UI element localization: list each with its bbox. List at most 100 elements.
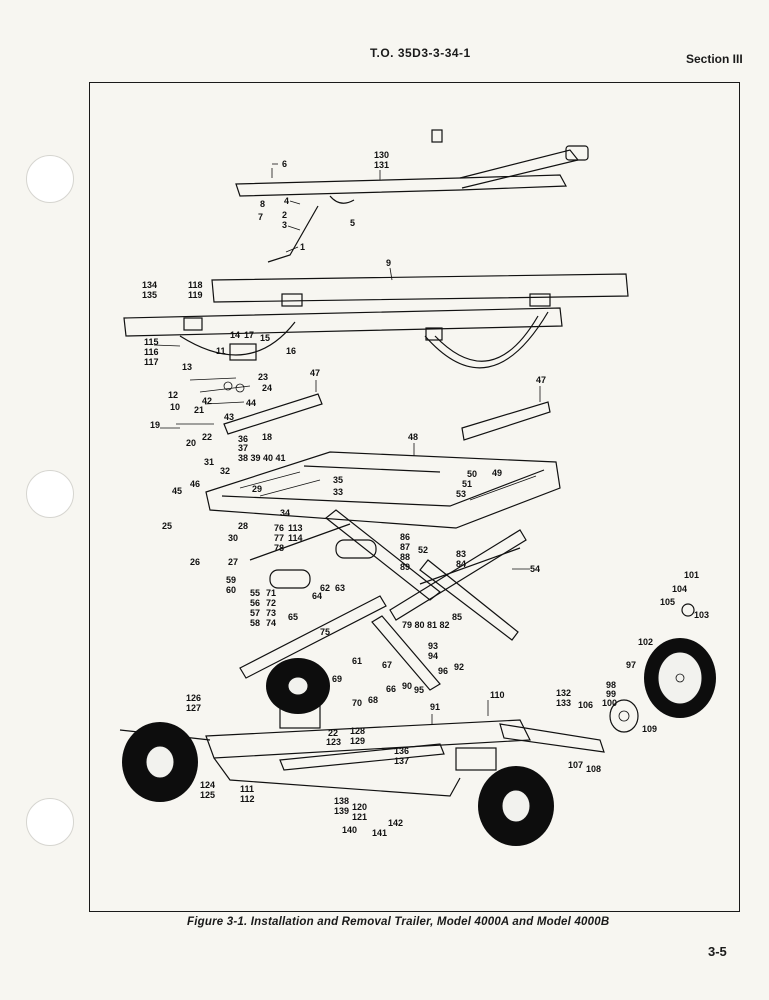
- callout: 104: [672, 584, 687, 594]
- callout: 110: [490, 690, 505, 700]
- callout: 128: [350, 726, 365, 736]
- callout: 102: [638, 637, 653, 647]
- callout: 38 39 40 41: [238, 453, 286, 463]
- callout: 44: [246, 398, 256, 408]
- callout: 140: [342, 825, 357, 835]
- page-number: 3-5: [708, 944, 727, 959]
- callout: 70: [352, 698, 362, 708]
- callout: 5: [350, 218, 355, 228]
- callout: 55: [250, 588, 260, 598]
- callout: 130: [374, 150, 389, 160]
- callout: 6: [282, 159, 287, 169]
- callout: 33: [333, 487, 343, 497]
- callout: 106: [578, 700, 593, 710]
- callout: 109: [642, 724, 657, 734]
- callout: 53: [456, 489, 466, 499]
- callout: 124: [200, 780, 215, 790]
- callout: 66: [386, 684, 396, 694]
- callout: 134: [142, 280, 157, 290]
- callout: 127: [186, 703, 201, 713]
- callout: 47: [536, 375, 546, 385]
- callout: 61: [352, 656, 362, 666]
- callout: 46: [190, 479, 200, 489]
- callout: 22: [202, 432, 212, 442]
- callout: 24: [262, 383, 272, 393]
- callout: 132: [556, 688, 571, 698]
- callout: 26: [190, 557, 200, 567]
- callout: 12: [168, 390, 178, 400]
- figure-caption: Figure 3-1. Installation and Removal Tra…: [187, 916, 610, 928]
- callout: 114: [288, 533, 303, 543]
- callout: 125: [200, 790, 215, 800]
- callout: 136: [394, 746, 409, 756]
- callout: 89: [400, 562, 410, 572]
- callout: 3: [282, 220, 287, 230]
- callout: 45: [172, 486, 182, 496]
- callout: 15: [260, 333, 270, 343]
- callout: 36: [238, 434, 248, 444]
- callout: 118: [188, 280, 203, 290]
- callout: 129: [350, 736, 365, 746]
- figure-frame: [89, 82, 740, 912]
- callout: 73: [266, 608, 276, 618]
- callout: 75: [320, 627, 330, 637]
- callout: 96: [438, 666, 448, 676]
- callout: 84: [456, 559, 466, 569]
- callout: 131: [374, 160, 389, 170]
- callout: 135: [142, 290, 157, 300]
- callout: 52: [418, 545, 428, 555]
- callout: 42: [202, 396, 212, 406]
- callout: 111: [240, 784, 254, 794]
- binder-hole-bottom: [26, 798, 74, 846]
- callout: 90: [402, 681, 412, 691]
- callout-labels: 6 130 131 8 4 7 2 3 5 1 9 134 135 118 11…: [142, 150, 709, 838]
- callout: 31: [204, 457, 214, 467]
- callout: 79 80 81 82: [402, 620, 450, 630]
- callout: 126: [186, 693, 201, 703]
- callout: 87: [400, 542, 410, 552]
- callout: 50: [467, 469, 477, 479]
- callout: 16: [286, 346, 296, 356]
- leader-lines: [153, 163, 541, 724]
- callout: 22: [328, 728, 338, 738]
- callout: 115: [144, 337, 159, 347]
- right-link: [461, 401, 551, 441]
- callout: 57: [250, 608, 260, 618]
- callout: 59: [226, 575, 236, 585]
- callout: 49: [492, 468, 502, 478]
- scissor-lift: [239, 509, 527, 691]
- callout: 85: [452, 612, 462, 622]
- callout: 120: [352, 802, 367, 812]
- callout: 9: [386, 258, 391, 268]
- wheel-exploded-right: [644, 638, 716, 718]
- callout: 86: [400, 532, 410, 542]
- callout: 51: [462, 479, 472, 489]
- callout: 60: [226, 585, 236, 595]
- callout: 139: [334, 806, 349, 816]
- hardware-group-upper: [176, 343, 323, 435]
- callout: 141: [372, 828, 387, 838]
- callout: 43: [224, 412, 234, 422]
- callout: 17: [244, 330, 254, 340]
- callout: 18: [262, 432, 272, 442]
- callout: 121: [352, 812, 367, 822]
- callout: 29: [252, 484, 262, 494]
- callout: 83: [456, 549, 466, 559]
- callout: 116: [144, 347, 159, 357]
- brake-drum: [609, 603, 695, 733]
- callout: 8: [260, 199, 265, 209]
- callout: 11: [216, 346, 226, 356]
- callout: 74: [266, 618, 276, 628]
- callout: 69: [332, 674, 342, 684]
- callout: 117: [144, 357, 159, 367]
- callout: 101: [684, 570, 699, 580]
- binder-hole-middle: [26, 470, 74, 518]
- callout: 1: [300, 242, 305, 252]
- callout: 88: [400, 552, 410, 562]
- callout: 28: [238, 521, 248, 531]
- callout: 93: [428, 641, 438, 651]
- callout: 47: [310, 368, 320, 378]
- callout: 98: [606, 680, 616, 690]
- callout: 94: [428, 651, 438, 661]
